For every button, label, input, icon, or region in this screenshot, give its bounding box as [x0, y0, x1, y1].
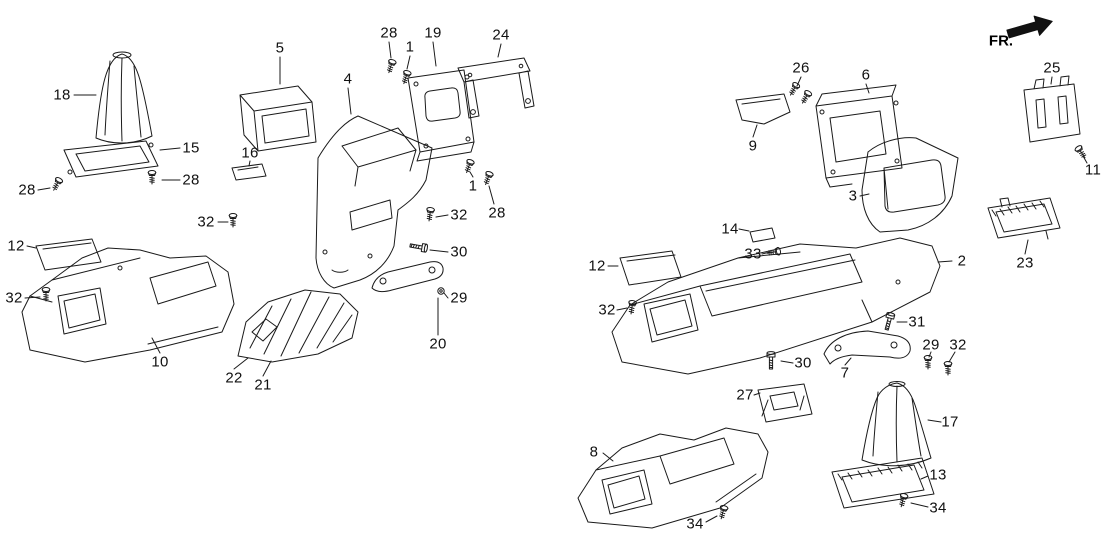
callout-24: 24	[492, 26, 510, 44]
callout-21: 21	[254, 376, 272, 394]
callout-1: 1	[405, 38, 415, 56]
callout-17: 17	[941, 413, 959, 431]
callout-8: 8	[589, 443, 599, 461]
leader-lines	[24, 41, 1088, 523]
callout-29: 29	[450, 289, 468, 307]
callout-4: 4	[343, 70, 353, 88]
callout-14: 14	[721, 220, 739, 238]
callout-28: 28	[380, 24, 398, 42]
part-13-boot-plate	[831, 457, 935, 509]
part-25-bracket	[1023, 75, 1081, 143]
part-22-bracket	[251, 318, 278, 342]
part-12-lid-left	[35, 238, 102, 271]
part-20-support-bracket	[371, 261, 444, 293]
callout-3: 3	[848, 187, 858, 205]
part-18-shift-boot	[95, 51, 153, 144]
callout-34: 34	[929, 499, 947, 517]
callout-30: 30	[794, 354, 812, 372]
callout-29: 29	[922, 336, 940, 354]
part-16-bracket	[231, 163, 267, 181]
callout-6: 6	[861, 66, 871, 84]
callout-20: 20	[429, 335, 447, 353]
part-27-bracket	[757, 383, 813, 423]
callout-12: 12	[588, 257, 606, 275]
callout-28: 28	[488, 204, 506, 222]
fr-arrow-icon	[1006, 15, 1053, 39]
callout-22: 22	[225, 369, 243, 387]
callout-26: 26	[792, 59, 810, 77]
callout-2: 2	[957, 252, 967, 270]
part-3-rear-upper-panel	[861, 137, 959, 233]
callout-32: 32	[949, 336, 967, 354]
callout-34: 34	[686, 515, 704, 533]
callout-15: 15	[182, 139, 200, 157]
callout-18: 18	[53, 86, 71, 104]
callout-31: 31	[908, 313, 926, 331]
part-8-front-console-right	[577, 427, 769, 529]
callout-5: 5	[275, 39, 285, 57]
callout-1: 1	[468, 177, 478, 195]
callout-33: 33	[744, 245, 762, 263]
callout-16: 16	[241, 144, 259, 162]
part-2-rear-console	[611, 237, 941, 375]
callout-11: 11	[1084, 161, 1102, 179]
callout-32: 32	[197, 213, 215, 231]
fasteners-right	[626, 80, 1089, 521]
part-7-bracket	[823, 330, 911, 365]
part-14-clip	[749, 227, 776, 243]
callout-7: 7	[840, 364, 850, 382]
callout-23: 23	[1016, 254, 1034, 272]
part-4-console-upper-panel	[315, 115, 433, 289]
part-19-mount-panel	[407, 69, 475, 162]
callout-12: 12	[7, 237, 25, 255]
part-23-plate	[987, 197, 1061, 240]
callout-27: 27	[736, 386, 754, 404]
callout-32: 32	[5, 289, 23, 307]
part-15-boot-plate	[63, 140, 159, 178]
callout-32: 32	[598, 301, 616, 319]
callout-19: 19	[424, 24, 442, 42]
part-9-cover	[735, 93, 791, 125]
callout-30: 30	[450, 243, 468, 261]
part-10-front-console	[21, 247, 235, 363]
callout-10: 10	[151, 353, 169, 371]
part-12-lid-right	[619, 250, 682, 286]
part-6-radio-bracket	[815, 84, 903, 188]
part-5-clock-unit	[239, 85, 317, 152]
callout-25: 25	[1043, 59, 1061, 77]
callout-9: 9	[748, 137, 758, 155]
callout-13: 13	[929, 466, 947, 484]
part-21-rear-cover	[237, 289, 359, 363]
fr-direction-label: FR.	[988, 32, 1014, 50]
callout-28: 28	[182, 171, 200, 189]
part-24-bracket	[457, 57, 535, 119]
callout-28: 28	[18, 181, 36, 199]
part-17-shift-boot	[861, 381, 932, 467]
callout-32: 32	[450, 206, 468, 224]
